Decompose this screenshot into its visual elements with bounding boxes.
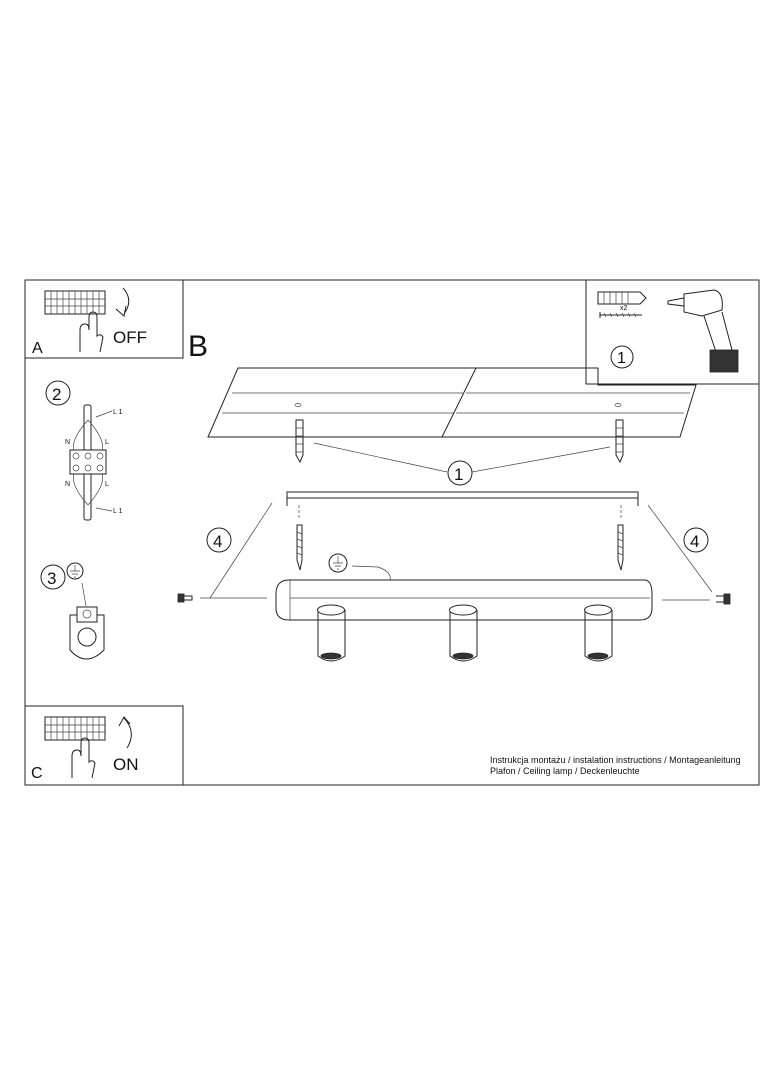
step-3-number: 3 [47, 569, 56, 588]
mounting-kit: x2 1 [585, 279, 760, 385]
wiring-diagram: 2 L 1 N L N L L 1 [45, 380, 123, 521]
lamp-spot-1 [317, 604, 346, 662]
wire-label-n: N [65, 439, 70, 446]
arrow-down-icon [115, 287, 130, 317]
wire-label-l: L [105, 481, 109, 488]
ground-clamp-icon [69, 614, 105, 660]
panel-a-letter: A [32, 340, 43, 357]
lamp-spot-3 [584, 604, 613, 662]
step-1-number: 1 [617, 350, 626, 367]
caption-line-1: Instrukcja montażu / instalation instruc… [490, 755, 741, 765]
set-screw-icon [177, 593, 193, 603]
wall-plug-left [295, 419, 304, 464]
screw-right [617, 524, 624, 571]
terminal-block-icon [44, 716, 106, 741]
panel-a: OFF A [24, 279, 184, 359]
ground-icon [66, 562, 84, 580]
panel-c: ON C [24, 705, 184, 786]
step-4-callout-right: 4 [647, 504, 731, 605]
drill-icon [667, 289, 739, 373]
wall-plug-right [615, 419, 624, 464]
wire-label-l1: L 1 [113, 409, 123, 416]
wall-plug-icon [597, 291, 647, 305]
wire-label-n: N [65, 481, 70, 488]
lamp-body [275, 579, 653, 621]
arrow-up-icon [118, 716, 132, 749]
ground-symbol [328, 553, 391, 581]
ground-step: 3 [40, 562, 105, 660]
step-4-number: 4 [213, 532, 222, 551]
terminal-block-icon [44, 290, 106, 315]
step-4-number: 4 [690, 532, 699, 551]
panel-c-letter: C [31, 765, 43, 782]
wire-label-l1: L 1 [113, 508, 123, 515]
step-1-callout: 1 [313, 442, 611, 486]
lamp-spot-2 [449, 604, 478, 662]
ceiling-slabs [207, 367, 697, 438]
panel-a-label: OFF [113, 328, 147, 347]
kit-quantity: x2 [620, 305, 628, 312]
screw-left [296, 524, 303, 571]
panel-b-letter: B [188, 330, 208, 363]
mounting-bracket [286, 491, 639, 520]
step-4-callout-left: 4 [177, 502, 273, 603]
wire-label-l: L [105, 439, 109, 446]
step-2-number: 2 [52, 385, 61, 404]
outer-frame [24, 279, 760, 786]
hand-icon [79, 311, 104, 353]
terminal-connector-icon [69, 449, 107, 475]
hand-icon [71, 737, 96, 779]
set-screw-icon [716, 593, 731, 605]
step-1-number: 1 [454, 465, 463, 484]
caption-line-2: Plafon / Ceiling lamp / Deckenleuchte [490, 766, 640, 776]
panel-c-label: ON [113, 755, 139, 774]
